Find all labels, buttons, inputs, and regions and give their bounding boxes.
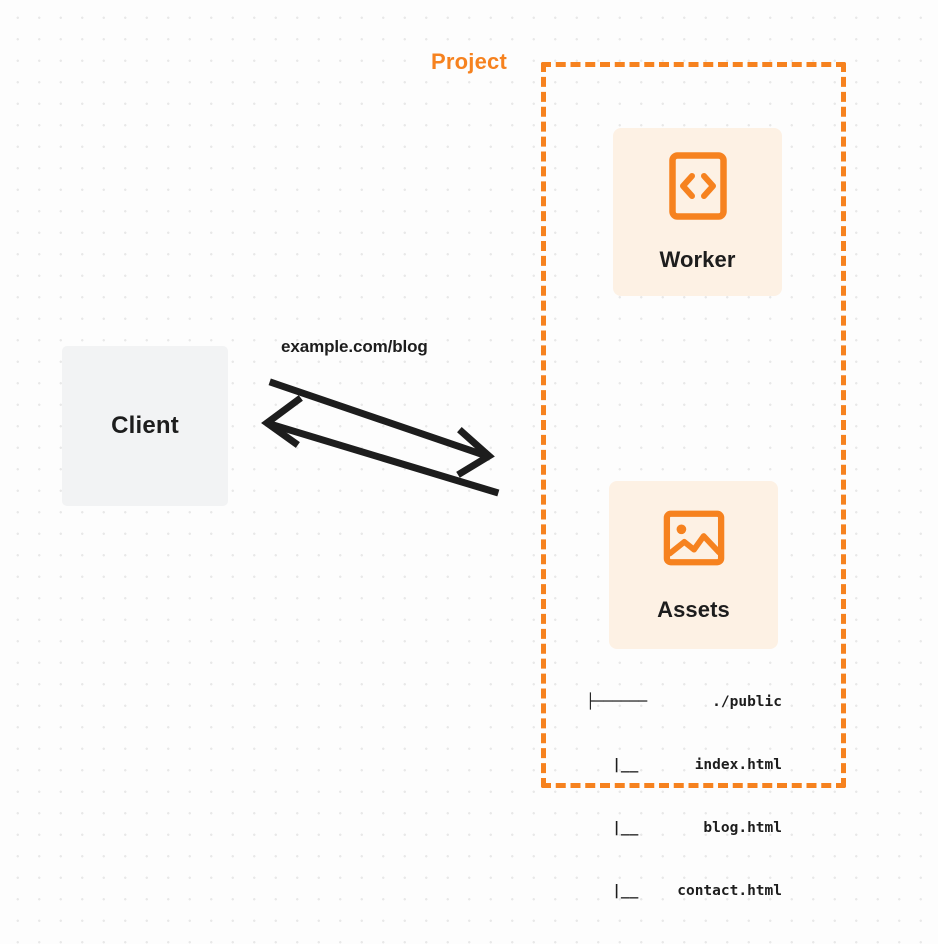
project-title-label: Project: [422, 49, 516, 75]
request-url-label: example.com/blog: [281, 337, 428, 356]
file-tree-row: |__ contact.html: [586, 881, 782, 902]
file-tree-row: |__ blog.html: [586, 818, 782, 839]
worker-label: Worker: [659, 247, 736, 272]
worker-node[interactable]: Worker: [613, 128, 782, 296]
file-tree-row: ├────── ./public: [586, 692, 782, 713]
file-tree-branch: |__: [586, 757, 648, 773]
response-arrow: [261, 395, 500, 497]
request-arrow: [268, 378, 495, 478]
client-node[interactable]: Client: [62, 346, 228, 506]
assets-label: Assets: [657, 597, 730, 622]
file-tree-name: blog.html: [703, 820, 782, 836]
assets-file-tree: ├────── ./public |__ index.html |__ blog…: [586, 650, 782, 944]
code-brackets-icon: [667, 151, 729, 221]
file-tree-row: |__ index.html: [586, 755, 782, 776]
client-label: Client: [111, 412, 179, 439]
file-tree-branch: |__: [586, 883, 648, 899]
file-tree-branch: ├──────: [586, 694, 656, 710]
project-container: [541, 62, 846, 788]
assets-node[interactable]: Assets: [609, 481, 778, 649]
file-tree-name: ./public: [712, 694, 782, 710]
file-tree-name: index.html: [694, 757, 782, 773]
file-tree-name: contact.html: [677, 883, 782, 899]
image-icon: [663, 507, 725, 569]
diagram-canvas: Client example.com/blog Project Worker: [62, 49, 846, 899]
file-tree-branch: |__: [586, 820, 648, 836]
